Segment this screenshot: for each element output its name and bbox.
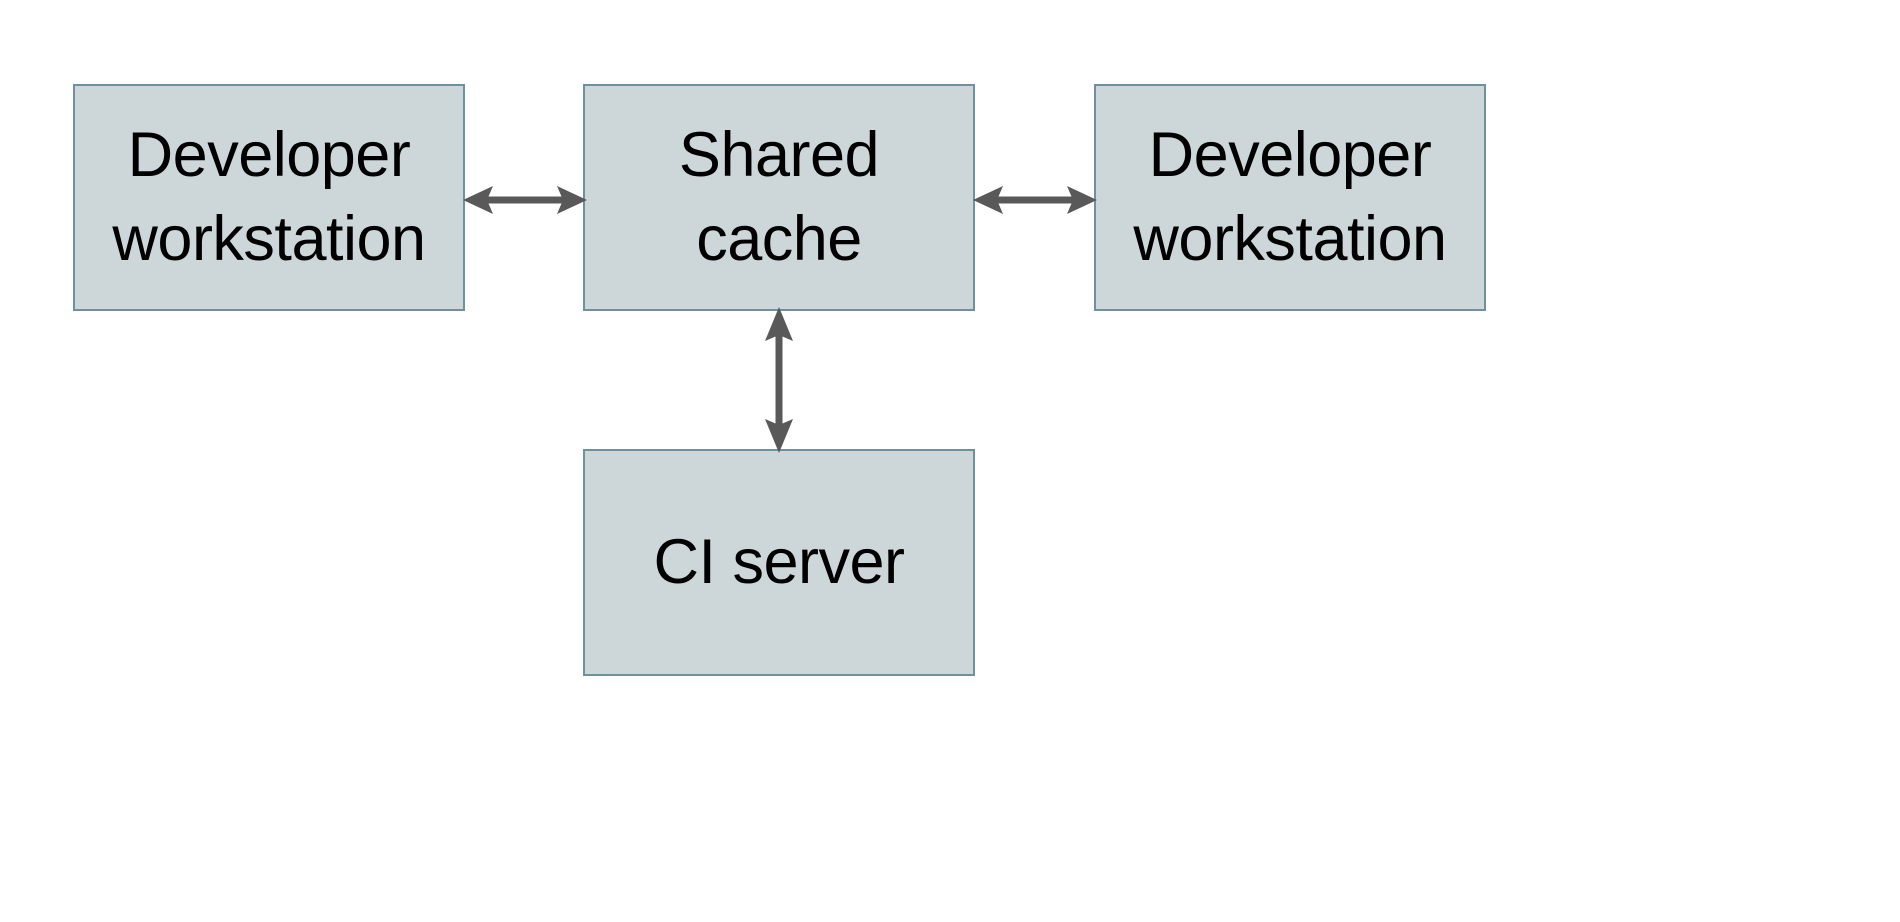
arrowhead-left-icon [973, 186, 1003, 214]
connector-shared-cache-to-right-workstation [973, 186, 1097, 214]
node-developer-workstation-right[interactable]: Developer workstation [1094, 84, 1486, 311]
node-ci-server[interactable]: CI server [583, 449, 975, 676]
node-shared-cache[interactable]: Shared cache [583, 84, 975, 311]
arrowhead-left-icon [463, 186, 493, 214]
arrowhead-up-icon [765, 307, 793, 341]
arrowhead-down-icon [765, 419, 793, 453]
node-label-developer-workstation-left: Developer workstation [112, 120, 426, 274]
node-developer-workstation-left[interactable]: Developer workstation [73, 84, 465, 311]
connector-shared-cache-to-ci-server [765, 307, 793, 453]
arrowhead-right-icon [557, 186, 587, 214]
node-label-shared-cache: Shared cache [678, 120, 880, 274]
node-label-developer-workstation-right: Developer workstation [1133, 120, 1447, 274]
arrowhead-right-icon [1067, 186, 1097, 214]
node-label-ci-server: CI server [653, 526, 905, 597]
connector-left-workstation-to-shared-cache [463, 186, 587, 214]
